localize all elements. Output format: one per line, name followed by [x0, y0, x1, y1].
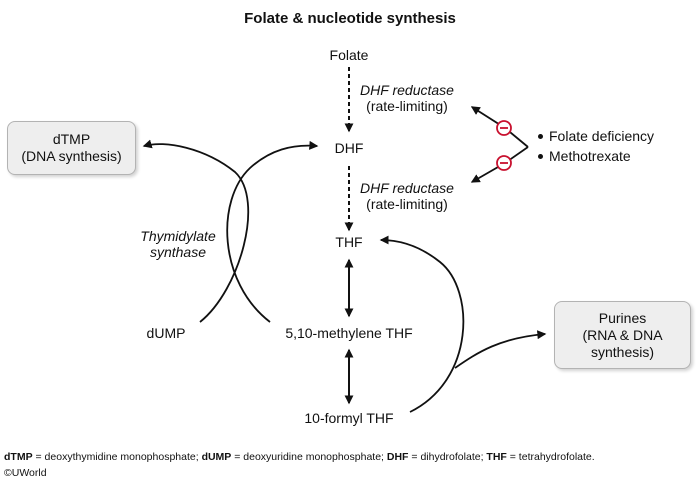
inhibitor-folate-deficiency: Folate deficiency [549, 128, 655, 144]
footnote-abbr: dUMP [201, 451, 232, 463]
dtmp-box-line1: dTMP [52, 131, 91, 147]
dump-label: dUMP [146, 325, 186, 341]
copyright-credit: ©UWorld [4, 467, 47, 479]
footnote-def: = deoxyuridine monophosphate; [231, 451, 387, 463]
thymidylate-synthase-line2: synthase [149, 244, 207, 260]
footnote-def: = tetrahydrofolate. [506, 451, 595, 463]
footnote-abbr: DHF [386, 451, 409, 463]
methylene-thf-label: 5,10-methylene THF [285, 325, 413, 341]
purines-box-line2: (RNA & DNA [582, 326, 663, 343]
diagram-title: Folate & nucleotide synthesis [244, 10, 456, 27]
methylene-to-dhf-arc [226, 140, 319, 323]
dhf-reductase-label-1: DHF reductase (rate-limiting) [355, 82, 459, 114]
bullet-icon [538, 153, 543, 159]
inhibitor-item: Methotrexate [538, 148, 631, 164]
formyl-to-thf-arc [379, 235, 465, 413]
footnote-def: = dihydrofolate; [408, 451, 487, 463]
thymidylate-synthase-line1: Thymidylate [140, 228, 216, 244]
purines-box-line1: Purines [598, 309, 647, 326]
footnote-abbr: THF [486, 451, 507, 463]
inhibition-symbol-upper [496, 120, 512, 136]
to-purines-arrow [454, 330, 547, 369]
dhf-reductase-label-2: DHF reductase (rate-limiting) [355, 180, 459, 212]
dtmp-box: dTMP (DNA synthesis) [7, 121, 136, 175]
abbreviation-footnote: dTMP = deoxythymidine monophosphate; dUM… [4, 451, 595, 464]
inhibitor-methotrexate: Methotrexate [549, 148, 631, 164]
dtmp-box-line2: (DNA synthesis) [21, 148, 122, 164]
dhf-reductase-name-1: DHF reductase [360, 82, 454, 98]
thf-label: THF [335, 234, 363, 250]
dump-to-dtmp-arc [142, 139, 250, 323]
dhf-label: DHF [334, 140, 364, 156]
inhibitor-item: Folate deficiency [538, 128, 654, 144]
purines-box: Purines (RNA & DNA synthesis) [554, 301, 691, 369]
footnote-def: = deoxythymidine monophosphate; [32, 451, 202, 463]
rate-limiting-note-2: (rate-limiting) [366, 196, 448, 212]
thymidylate-synthase-label: Thymidylate synthase [133, 228, 223, 260]
rate-limiting-note-1: (rate-limiting) [366, 98, 448, 114]
purines-box-line3: synthesis) [590, 343, 655, 360]
folate-label: Folate [329, 47, 369, 63]
dhf-reductase-name-2: DHF reductase [360, 180, 454, 196]
inhibition-symbol-lower [496, 155, 512, 171]
bullet-icon [538, 133, 543, 139]
footnote-abbr: dTMP [4, 451, 33, 463]
formyl-thf-label: 10-formyl THF [304, 410, 394, 426]
